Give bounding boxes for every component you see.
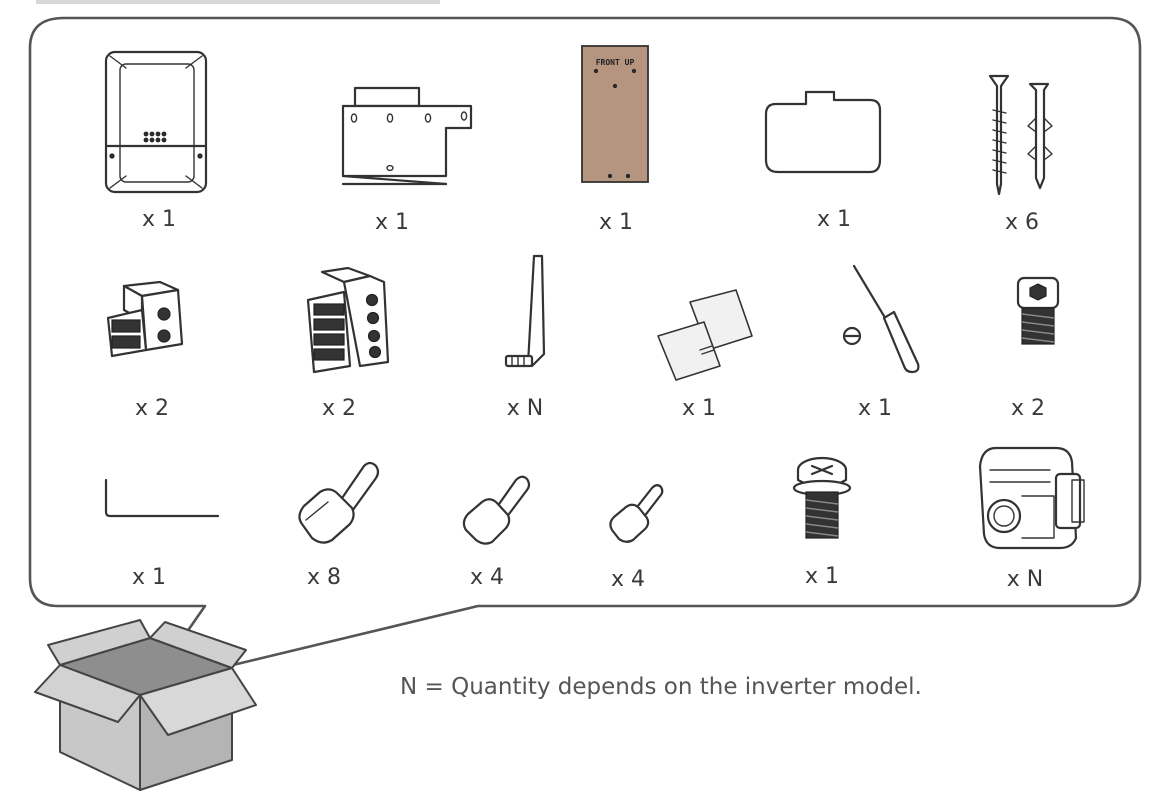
quantity-label-screwdriver: x 1 (858, 396, 892, 421)
two-pin-terminal-icon (106, 280, 184, 358)
pin-terminal-icon (609, 484, 664, 543)
quantity-label-allen-key: x 1 (132, 565, 166, 590)
pin-terminal-icon (462, 475, 531, 545)
quantity-label-small-pin-terminal: x 4 (611, 567, 645, 592)
quantity-label-antenna: x N (507, 396, 543, 421)
documents-icon (657, 289, 753, 381)
phillips-screw-icon (792, 456, 852, 539)
cover-icon (764, 90, 882, 174)
open-box-icon (34, 619, 257, 791)
quantity-label-inverter: x 1 (142, 207, 176, 232)
quantity-label-connector: x N (1007, 567, 1043, 592)
four-pin-terminal-icon (306, 266, 390, 374)
mounting-bracket-icon (341, 86, 473, 186)
quantity-label-large-pin-terminal: x 8 (307, 565, 341, 590)
quantity-label-phillips-screw: x 1 (805, 564, 839, 589)
quantity-label-medium-pin-terminal: x 4 (470, 565, 504, 590)
quantity-label-four-pin-terminal: x 2 (322, 396, 356, 421)
connector-icon (978, 446, 1085, 550)
drilling-template-icon: FRONT UP (581, 45, 649, 183)
template-label: FRONT UP (596, 58, 635, 67)
top-fragment-bar (36, 0, 440, 4)
antenna-icon (504, 254, 546, 368)
quantity-label-documents: x 1 (682, 396, 716, 421)
quantity-label-hex-socket-screw: x 2 (1011, 396, 1045, 421)
quantity-label-two-pin-terminal: x 2 (135, 396, 169, 421)
quantity-label-drilling-template: x 1 (599, 210, 633, 235)
quantity-label-cover: x 1 (817, 207, 851, 232)
quantity-label-expansion-bolt: x 6 (1005, 210, 1039, 235)
screwdriver-icon (842, 264, 920, 374)
inverter-icon (104, 50, 208, 194)
expansion-bolt-icon (988, 74, 1053, 196)
quantity-note: N = Quantity depends on the inverter mod… (400, 674, 922, 700)
quantity-label-mounting-bracket: x 1 (375, 210, 409, 235)
hex-socket-screw-icon (1016, 276, 1060, 345)
allen-key-icon (104, 478, 220, 518)
pin-terminal-icon (298, 461, 380, 544)
